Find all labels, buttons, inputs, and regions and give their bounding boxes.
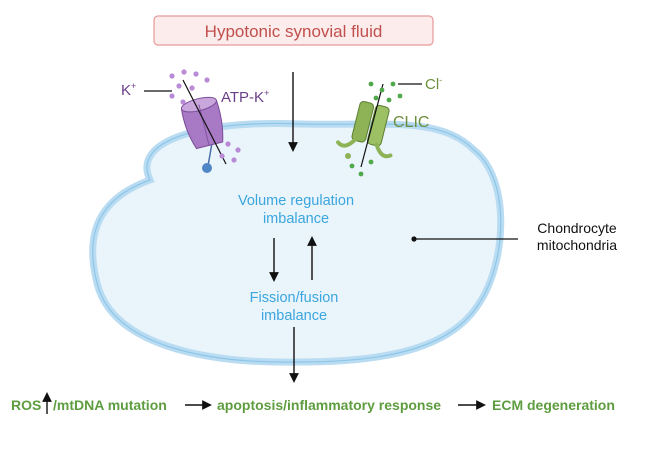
ecm-label: ECM degeneration xyxy=(492,397,615,413)
fission-fusion-line1: Fission/fusion xyxy=(250,290,339,306)
fission-fusion-line2: imbalance xyxy=(261,308,327,324)
volume-regulation-line2: imbalance xyxy=(263,211,329,227)
mtdna-label: /mtDNA mutation xyxy=(53,397,167,413)
chondrocyte-cell xyxy=(89,119,505,366)
atp-k-channel-icon xyxy=(169,69,241,173)
clic-label: CLIC xyxy=(393,114,429,131)
atp-k-label: ATP-K+ xyxy=(221,88,269,106)
chloride-label: Cl- xyxy=(425,75,442,93)
title-box: Hypotonic synovial fluid xyxy=(153,15,434,46)
potassium-label: K+ xyxy=(121,81,136,99)
ros-label: ROS xyxy=(11,397,41,413)
title-text: Hypotonic synovial fluid xyxy=(205,22,383,41)
chondrocyte-label-line2: mitochondria xyxy=(537,237,617,253)
chondrocyte-label-line1: Chondrocyte xyxy=(537,220,617,236)
volume-regulation-line1: Volume regulation xyxy=(238,193,354,209)
apoptosis-label: apoptosis/inflammatory response xyxy=(217,397,441,413)
clic-channel-icon xyxy=(336,81,403,177)
